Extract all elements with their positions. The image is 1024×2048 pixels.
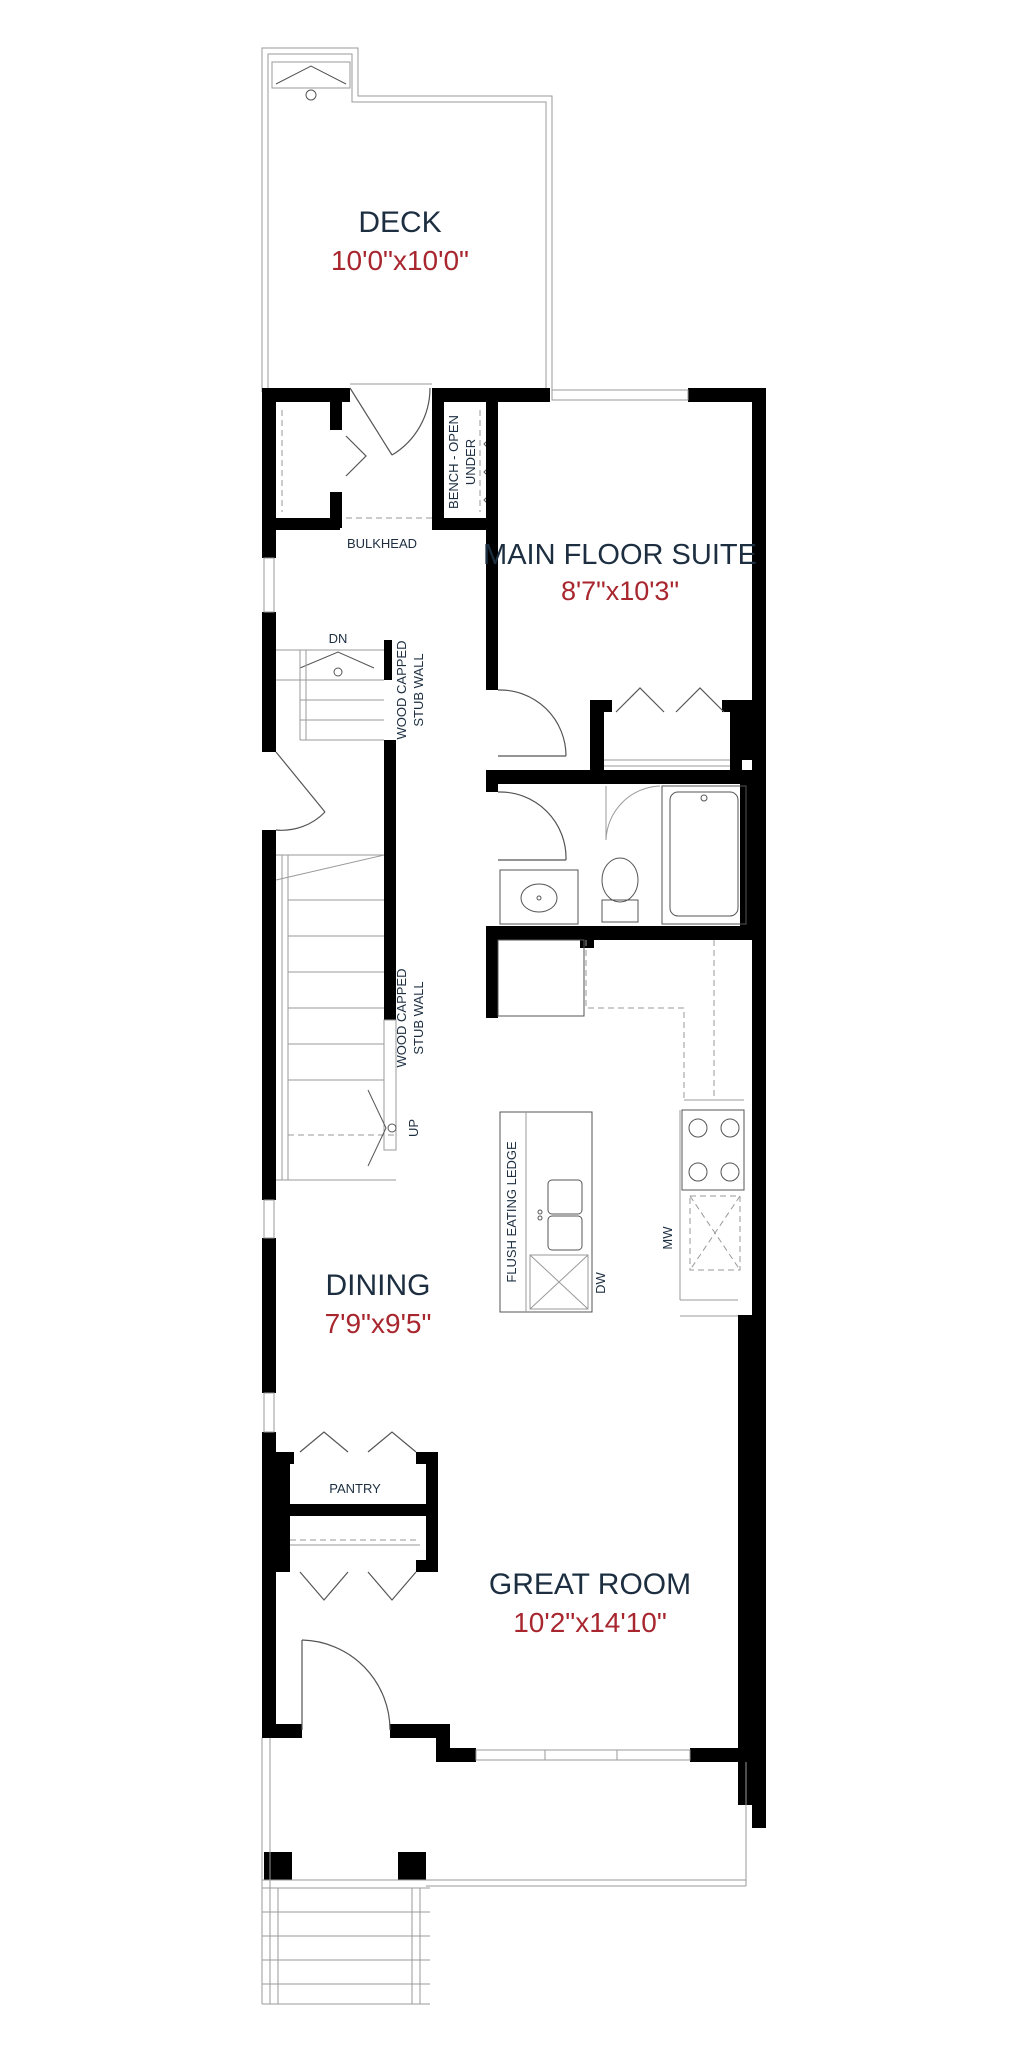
dishwasher-label: DW	[593, 1271, 608, 1293]
stub-wall-upper-line1: WOOD CAPPED	[394, 641, 409, 740]
stairs	[275, 640, 397, 1181]
dining-name: DINING	[326, 1269, 431, 1302]
deck-outline	[261, 47, 553, 392]
stub-wall-upper-line2: STUB WALL	[411, 653, 426, 726]
windows	[263, 389, 691, 1761]
mudroom	[270, 383, 494, 530]
great-room-dims: 10'2"x14'10"	[513, 1607, 667, 1638]
pantry-label: PANTRY	[329, 1481, 381, 1496]
exterior-walls	[262, 388, 766, 1880]
suite-name: MAIN FLOOR SUITE	[483, 539, 757, 571]
front-porch	[261, 1738, 747, 2005]
dining-dims: 7'9"x9'5"	[325, 1308, 432, 1339]
stub-wall-lower-line2: STUB WALL	[411, 981, 426, 1054]
bench-label-line2: UNDER	[463, 439, 478, 485]
deck-name: DECK	[358, 206, 441, 239]
kitchen	[486, 936, 745, 1317]
stairs-down-label: DN	[329, 631, 348, 646]
deck-dims: 10'0"x10'0"	[331, 245, 469, 276]
bathroom	[486, 770, 754, 948]
suite-walls	[486, 400, 752, 772]
pantry	[276, 1431, 438, 1731]
bulkhead-label: BULKHEAD	[347, 536, 417, 551]
stub-wall-lower-line1: WOOD CAPPED	[394, 969, 409, 1068]
stairs-up-label: UP	[406, 1119, 421, 1137]
great-room-name: GREAT ROOM	[489, 1568, 691, 1601]
suite-dims: 8'7"x10'3"	[561, 576, 679, 606]
flush-eating-ledge-label: FLUSH EATING LEDGE	[504, 1141, 519, 1283]
microwave-label: MW	[660, 1226, 675, 1250]
bench-label-line1: BENCH - OPEN	[446, 415, 461, 509]
